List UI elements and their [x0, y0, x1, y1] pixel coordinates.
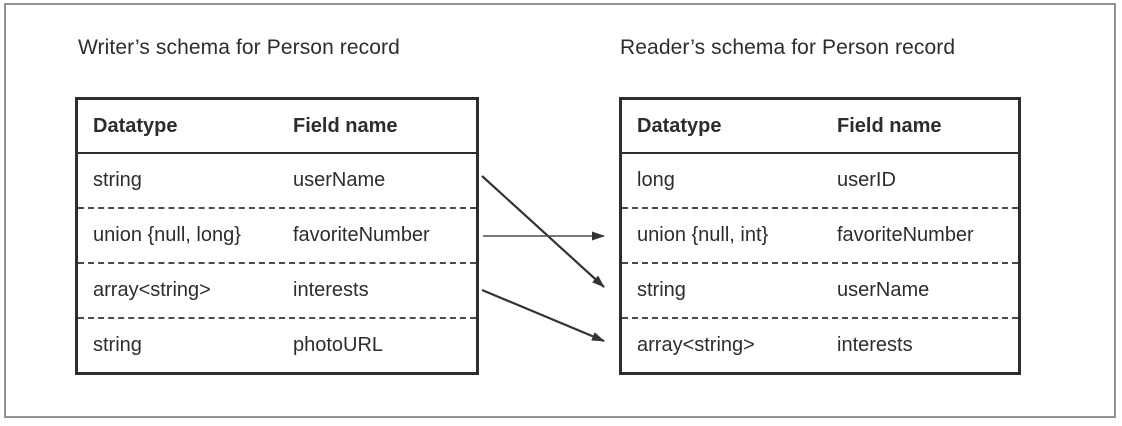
reader-row-username: string userName [622, 262, 1018, 317]
field-name-cell: interests [293, 279, 369, 301]
field-name-cell: userName [837, 279, 930, 301]
field-name-cell: userID [837, 169, 896, 191]
writer-row-interests: array<string> interests [78, 262, 476, 317]
writer-row-username: string userName [78, 154, 476, 207]
reader-row-favoritenumber: union {null, int} favoriteNumber [622, 207, 1018, 262]
column-header-field-name: Field name [837, 114, 942, 137]
datatype-cell: long [637, 169, 675, 191]
column-header-field-name: Field name [293, 114, 398, 137]
datatype-cell: string [93, 334, 142, 356]
field-name-cell: userName [293, 169, 386, 191]
datatype-cell: array<string> [637, 334, 755, 356]
writer-row-photourl: string photoURL [78, 317, 476, 372]
datatype-cell: union {null, int} [637, 224, 769, 246]
writer-table-header-row: Datatype Field name [78, 100, 476, 154]
writer-row-favoritenumber: union {null, long} favoriteNumber [78, 207, 476, 262]
field-name-cell: favoriteNumber [837, 224, 974, 246]
field-name-cell: interests [837, 334, 913, 356]
writer-schema-table: Datatype Field name string userName unio… [75, 97, 479, 375]
arrow-username-mapping [481, 175, 605, 288]
column-header-datatype: Datatype [637, 114, 722, 137]
reader-table-header-row: Datatype Field name [622, 100, 1018, 154]
datatype-cell: string [637, 279, 686, 301]
reader-row-interests: array<string> interests [622, 317, 1018, 372]
field-name-cell: photoURL [293, 334, 384, 356]
reader-schema-title: Reader’s schema for Person record [620, 36, 956, 59]
writer-schema-title: Writer’s schema for Person record [78, 36, 400, 59]
column-header-datatype: Datatype [93, 114, 178, 137]
datatype-cell: union {null, long} [93, 224, 241, 246]
reader-row-userid: long userID [622, 154, 1018, 207]
field-name-cell: favoriteNumber [293, 224, 430, 246]
arrow-interests-mapping [481, 288, 605, 343]
reader-schema-table: Datatype Field name long userID union {n… [619, 97, 1021, 375]
datatype-cell: array<string> [93, 279, 211, 301]
datatype-cell: string [93, 169, 142, 191]
